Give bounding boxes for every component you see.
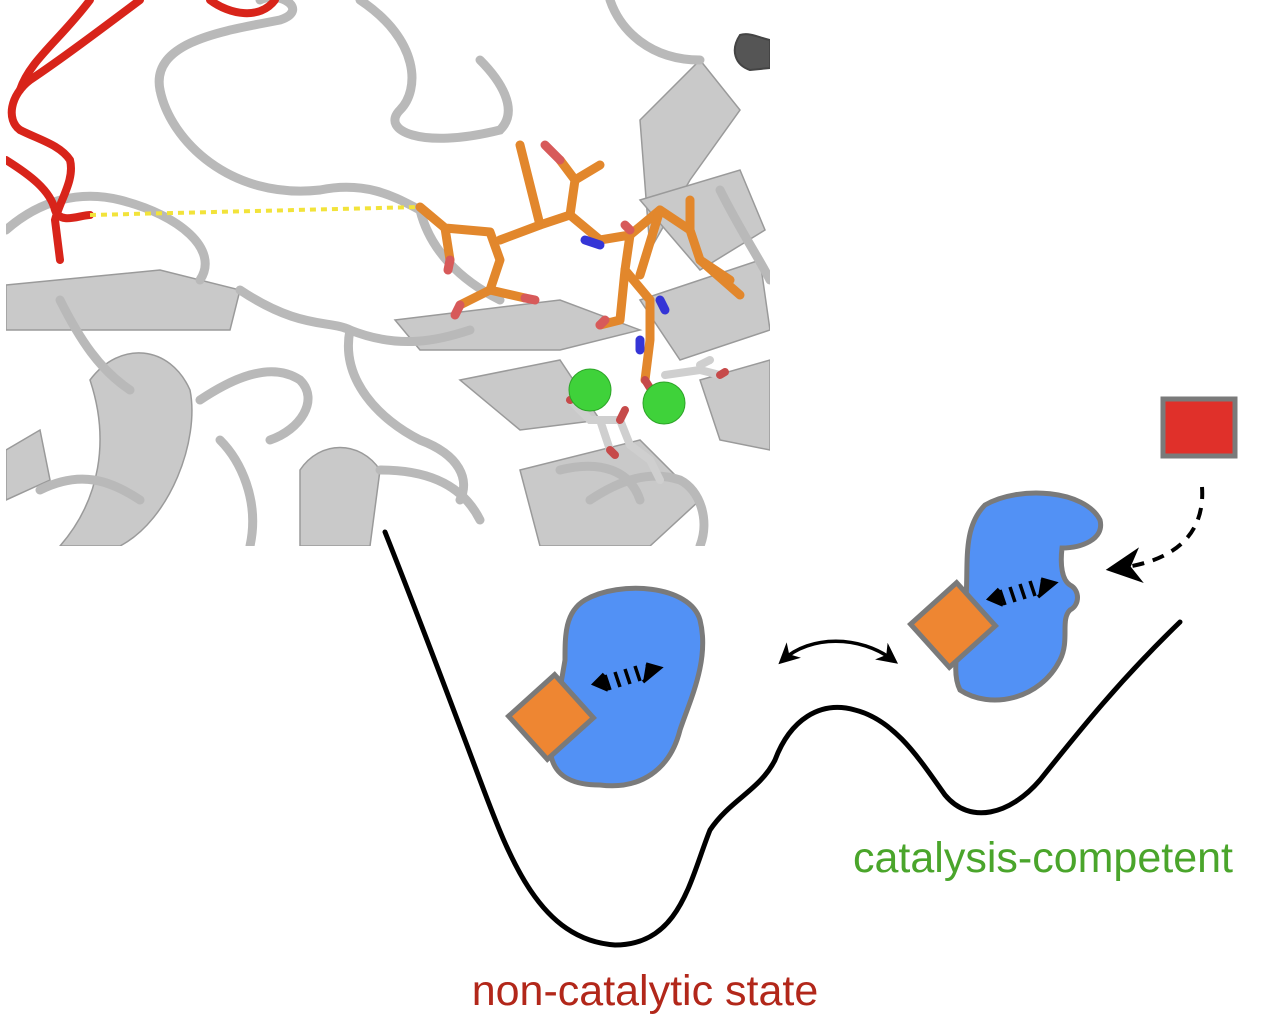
label-catalysis-competent: catalysis-competent <box>853 834 1233 882</box>
grey-secondary-structure <box>6 58 770 546</box>
dark-loop <box>733 33 770 72</box>
metal-ion <box>568 368 612 412</box>
binding-arrow <box>1105 486 1205 583</box>
double-headed-arrow-icon <box>590 662 664 692</box>
enzyme-shape <box>547 585 706 789</box>
inhibitor-square <box>505 671 597 763</box>
metal-ion <box>642 381 686 425</box>
grey-loops <box>6 0 770 546</box>
label-non-catalytic-state: non-catalytic state <box>472 967 819 1015</box>
protein-structure-render <box>6 0 770 546</box>
energy-landscape-curve <box>382 529 1183 948</box>
substrate-square <box>1160 396 1238 459</box>
exchange-arrow <box>778 639 899 665</box>
enzyme-shape <box>953 490 1104 703</box>
double-headed-arrow-icon <box>985 577 1059 607</box>
enzyme-catalysis-competent <box>907 490 1104 703</box>
red-loop <box>6 0 279 264</box>
ligand-heteroatoms <box>443 140 670 355</box>
ligand-sticks <box>415 140 745 385</box>
enzyme-non-catalytic <box>505 585 706 789</box>
inhibitor-square <box>907 579 999 671</box>
hydrogen-bond <box>89 205 421 217</box>
